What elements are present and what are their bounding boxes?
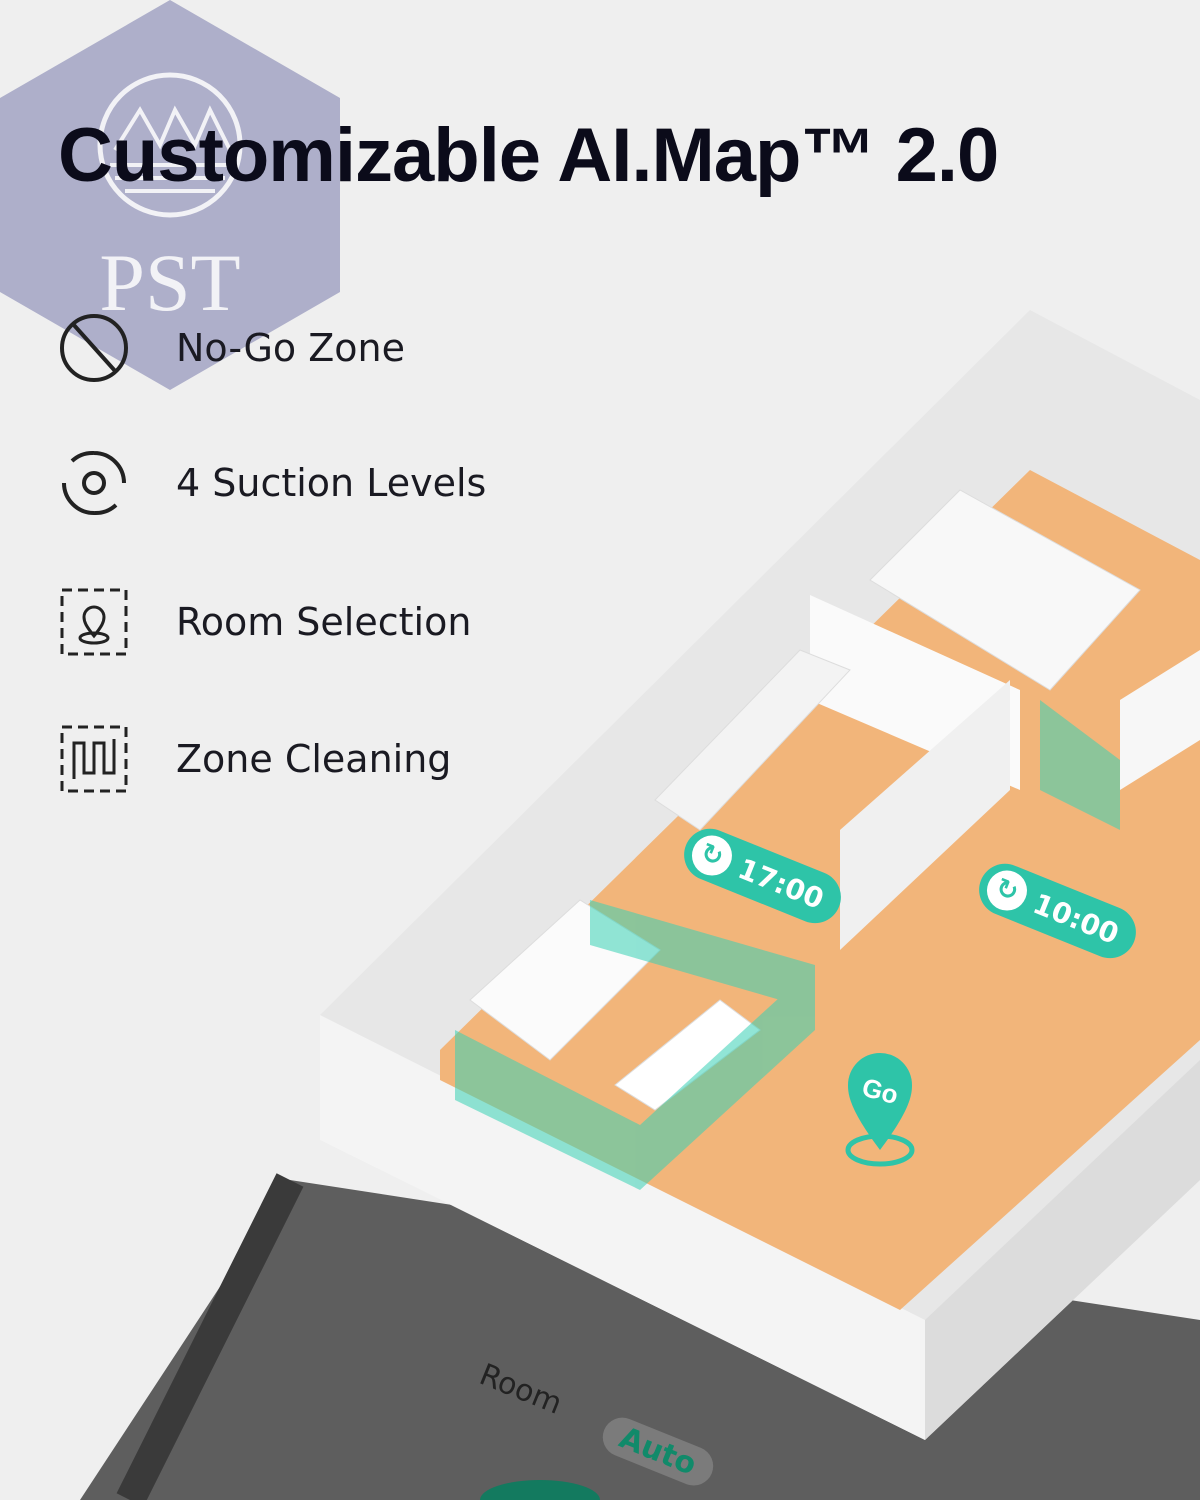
suction-icon: ↻ [980,864,1034,917]
feature-label: 4 Suction Levels [176,461,487,505]
feature-label: Room Selection [176,600,472,644]
no-go-zone-barrier [455,700,1120,1190]
suction-icon [62,450,126,516]
page-title: Customizable AI.Map™ 2.0 [58,113,999,198]
feature-no-go-zone: No-Go Zone [58,312,405,384]
feature-label: Zone Cleaning [176,737,452,781]
room-selection-icon [60,588,128,656]
go-pin[interactable]: Go [845,1053,915,1167]
zone-cleaning-icon [60,725,128,793]
watermark-text: PST [99,237,240,328]
feature-room-selection: Room Selection [58,586,471,658]
suction-icon: ↻ [685,829,739,882]
watermark-logo: PST [0,0,340,390]
feature-label: No-Go Zone [176,326,406,370]
feature-zone-cleaning: Zone Cleaning [58,723,451,795]
no-go-icon [60,314,128,382]
feature-suction-levels: 4 Suction Levels [58,447,486,519]
